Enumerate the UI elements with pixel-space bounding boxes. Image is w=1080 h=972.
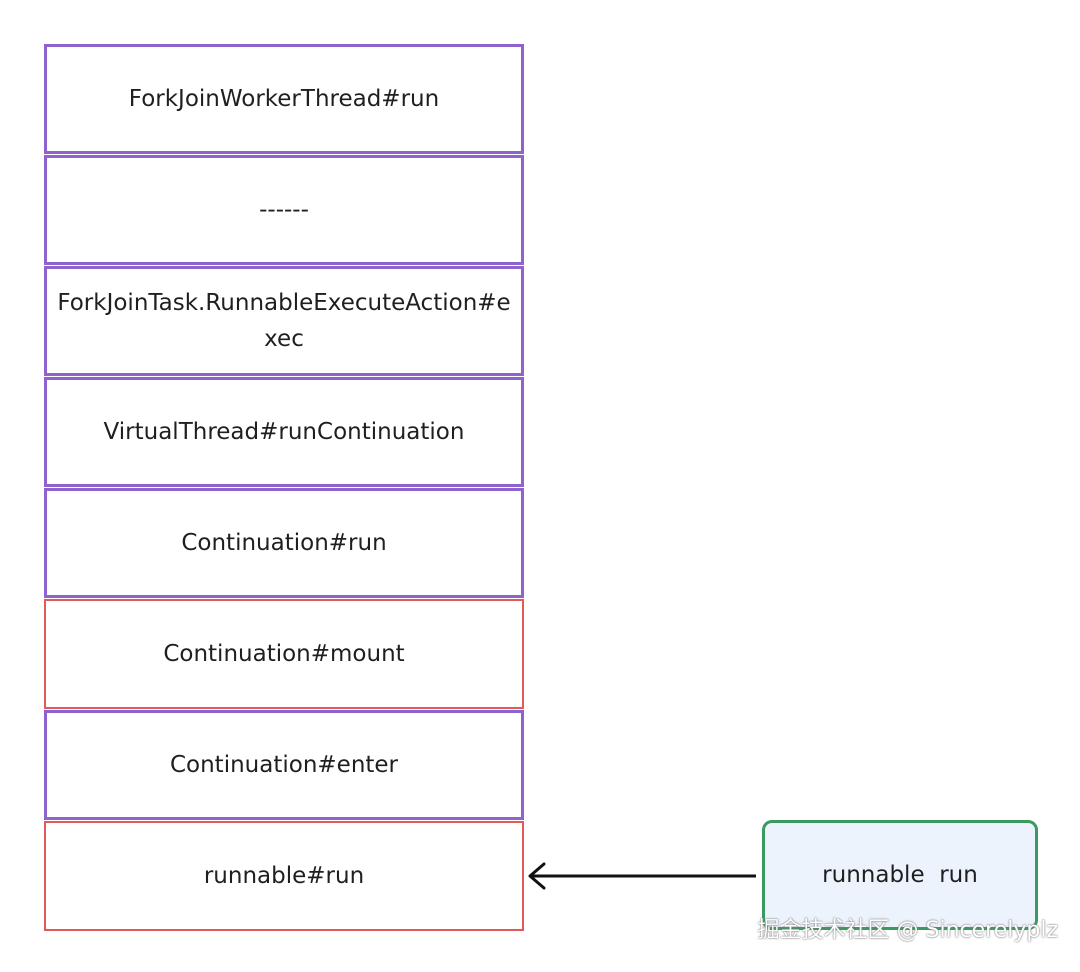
stack-frame-virtualthread-runcontinuation: VirtualThread#runContinuation [44, 377, 524, 487]
stack-frame-runnableexecuteaction-exec: ForkJoinTask.RunnableExecuteAction#exec [44, 266, 524, 376]
stack-frame-label: ForkJoinWorkerThread#run [128, 86, 440, 112]
arrow-to-stack [528, 862, 756, 890]
stack-frame-label: Continuation#mount [163, 641, 405, 667]
stack-frame-forkjoinworkerthread-run: ForkJoinWorkerThread#run [44, 44, 524, 154]
stack-frame-continuation-enter: Continuation#enter [44, 710, 524, 820]
watermark: 掘金技术社区 @ Sincerelyplz [757, 918, 1059, 943]
stack-frame-continuation-mount: Continuation#mount [44, 599, 524, 709]
stack-frame-ellipsis: ------ [44, 155, 524, 265]
stack-frame-label: ForkJoinTask.RunnableExecuteAction#exec [57, 290, 511, 352]
stack-frame-continuation-run: Continuation#run [44, 488, 524, 598]
stack-frame-label: ------ [259, 197, 309, 223]
external-runnable-label: runnable run [822, 862, 978, 888]
stack-frame-label: VirtualThread#runContinuation [103, 419, 465, 445]
stack-frame-label: Continuation#enter [169, 752, 399, 778]
external-runnable-box: runnable run [762, 820, 1038, 930]
stack-frame-runnable-run: runnable#run [44, 821, 524, 931]
stack-frame-label: runnable#run [203, 863, 365, 889]
arrow-head-icon [528, 862, 546, 890]
stack-frame-label: Continuation#run [181, 530, 387, 556]
